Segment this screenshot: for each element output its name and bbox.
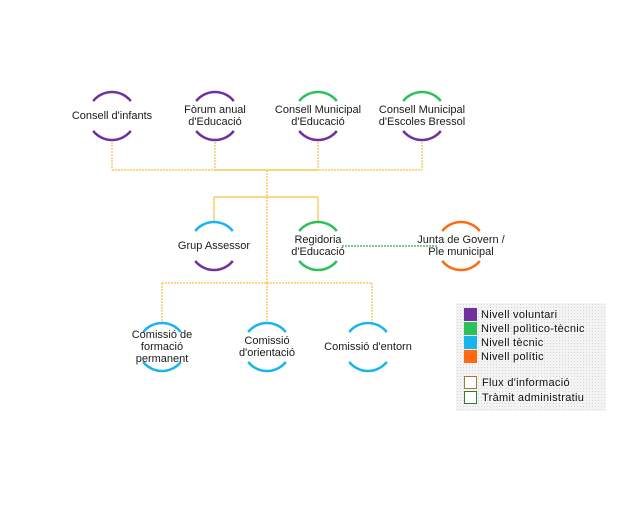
legend-label: Flux d'informació xyxy=(482,376,570,389)
comissio-orientacio-bottom-arc xyxy=(247,361,287,373)
node-label-line: Junta de Govern / xyxy=(417,234,505,246)
node-label-line: d'Escoles Bressol xyxy=(378,116,466,128)
node-label-line: Fòrum anual xyxy=(184,104,246,116)
node-label-line: formació xyxy=(140,341,184,353)
legend-item-voluntari: Nivell voluntari xyxy=(464,308,557,321)
node-label-line: Regidoria xyxy=(294,234,342,246)
node-label-line: Grup Assessor xyxy=(177,240,251,252)
consell-escoles-bressol-bottom-arc xyxy=(402,130,442,142)
legend-item-tecnic: Nivell tècnic xyxy=(464,336,544,349)
junta-govern-bottom-arc xyxy=(441,260,481,272)
comissio-entorn-top-arc xyxy=(348,321,388,333)
node-label-line: permanent xyxy=(135,353,189,365)
node-label-line: Comissió de xyxy=(131,329,193,341)
consell-municipal-educacio-top-arc xyxy=(298,90,338,102)
legend-item-politic: Nivell polític xyxy=(464,350,544,363)
forum-educacio-top-arc xyxy=(195,90,235,102)
swatch-tecnic xyxy=(464,336,477,349)
regidoria-educacio-top-arc xyxy=(298,220,338,232)
node-consell-infants: Consell d'infants xyxy=(72,110,152,122)
junta-govern-top-arc xyxy=(441,220,481,232)
node-label-line: d'Educació xyxy=(291,246,345,258)
comissio-formacio-top-arc xyxy=(142,321,182,333)
regidoria-educacio-bottom-arc xyxy=(298,260,338,272)
node-label-line: d'Educació xyxy=(188,116,242,128)
node-label-line: Consell d'infants xyxy=(71,110,153,122)
connectors xyxy=(111,139,437,323)
legend-label: Nivell polític xyxy=(481,350,544,363)
consell-municipal-educacio-bottom-arc xyxy=(298,130,338,142)
node-label-line: d'orientació xyxy=(239,347,295,359)
node-label-line: Consell Municipal xyxy=(378,104,466,116)
consell-infants-bottom-arc xyxy=(92,130,132,142)
node-label-line: Ple municipal xyxy=(428,246,494,258)
swatch-politico-tecnic xyxy=(464,322,477,335)
node-grup-assessor: Grup Assessor xyxy=(178,240,250,252)
comissio-formacio-bottom-arc xyxy=(142,361,182,373)
node-junta-govern: Junta de Govern /Ple municipal xyxy=(417,234,504,258)
swatch-politic xyxy=(464,350,477,363)
swatch-voluntari xyxy=(464,308,477,321)
legend-label: Nivell tècnic xyxy=(481,336,544,349)
forum-educacio-bottom-arc xyxy=(195,130,235,142)
info-flow-box-icon xyxy=(464,376,477,389)
node-label-line: Consell Municipal xyxy=(274,104,362,116)
legend-label: Nivell polìtico-tècnic xyxy=(481,322,585,335)
node-label-line: Comissió d'entorn xyxy=(324,341,412,353)
legend-label: Tràmit administratiu xyxy=(482,391,585,404)
node-comissio-entorn: Comissió d'entorn xyxy=(324,341,412,353)
admin-flow-box-icon xyxy=(464,391,477,404)
consell-infants-top-arc xyxy=(92,90,132,102)
comissio-orientacio-top-arc xyxy=(247,321,287,333)
consell-escoles-bressol-top-arc xyxy=(402,90,442,102)
legend: Nivell voluntari Nivell polìtico-tècnic … xyxy=(456,303,606,411)
node-arcs xyxy=(92,90,481,373)
node-label-line: Comissió xyxy=(244,335,290,347)
grup-assessor-top-arc xyxy=(194,220,234,232)
legend-item-admin-flow: Tràmit administratiu xyxy=(464,391,584,404)
legend-label: Nivell voluntari xyxy=(481,308,558,321)
legend-item-info-flow: Flux d'informació xyxy=(464,376,570,389)
comissio-entorn-bottom-arc xyxy=(348,361,388,373)
grup-assessor-bottom-arc xyxy=(194,260,234,272)
node-label-line: d'Educació xyxy=(291,116,345,128)
legend-item-politico-tecnic: Nivell polìtico-tècnic xyxy=(464,322,585,335)
